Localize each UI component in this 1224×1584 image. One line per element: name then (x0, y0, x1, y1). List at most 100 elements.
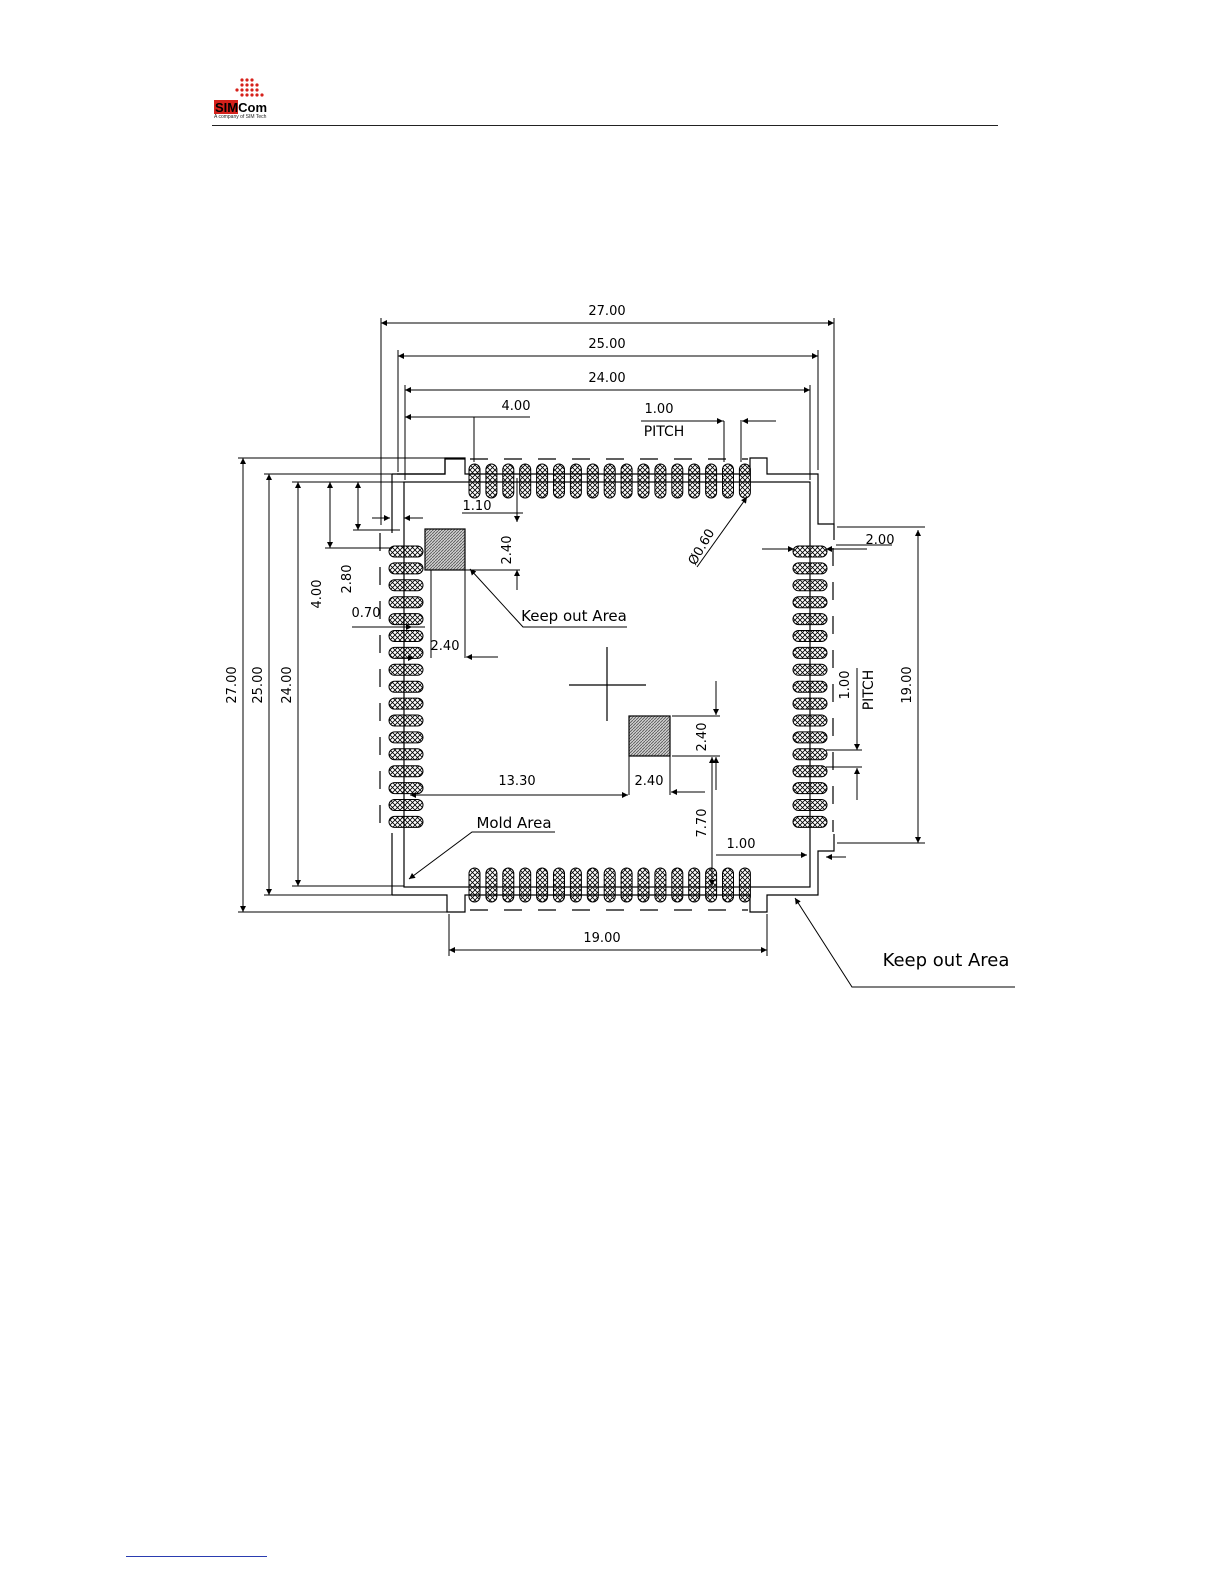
pad-top (672, 464, 683, 498)
pitch-right-value: 1.00 (838, 671, 853, 700)
pad-left (389, 546, 423, 557)
pad-right (793, 597, 827, 608)
dim-top-24: 24.00 (588, 371, 625, 386)
pad-bottom (503, 868, 514, 902)
pad-right (793, 715, 827, 726)
pad-right (793, 698, 827, 709)
dim-left-24: 24.00 (280, 666, 295, 703)
keepout-outline (397, 459, 465, 474)
dim-770: 7.70 (695, 809, 710, 838)
pad-right (793, 546, 827, 557)
pitch-right-word: PITCH (861, 670, 877, 711)
pad-bottom (537, 868, 548, 902)
pad-right (793, 800, 827, 811)
pad-left (389, 631, 423, 642)
pad-top (503, 464, 514, 498)
pad-top (520, 464, 531, 498)
pads-left-column (389, 546, 423, 827)
pad-top (621, 464, 632, 498)
mold-leader (409, 832, 555, 879)
pad-bottom (621, 868, 632, 902)
mold-label: Mold Area (476, 814, 551, 832)
footer-rule (126, 1556, 267, 1557)
pads-bottom-row (469, 868, 750, 902)
pad-right (793, 563, 827, 574)
pads-right-column (793, 546, 827, 827)
pitch-top-word: PITCH (644, 424, 685, 440)
dim-left-4: 4.00 (310, 580, 325, 609)
pad-top (537, 464, 548, 498)
keepout-square-center (629, 716, 670, 756)
dim-240-a: 2.40 (500, 536, 515, 565)
pad-bottom (706, 868, 717, 902)
pad-right (793, 766, 827, 777)
pad-right (793, 783, 827, 794)
pad-right (793, 749, 827, 760)
pad-top (554, 464, 565, 498)
pitch-top-value: 1.00 (645, 402, 674, 417)
pad-bottom (570, 868, 581, 902)
pad-top (587, 464, 598, 498)
pad-left (389, 783, 423, 794)
dim-240-d: 2.40 (635, 774, 664, 789)
pad-bottom (655, 868, 666, 902)
pad-bottom (604, 868, 615, 902)
pad-left (389, 715, 423, 726)
dim-bottom-19: 19.00 (583, 931, 620, 946)
dim-100: 1.00 (727, 837, 756, 852)
pad-top (486, 464, 497, 498)
dim-left-25: 25.00 (251, 666, 266, 703)
pad-right (793, 580, 827, 591)
pad-left (389, 698, 423, 709)
keepout-label-1: Keep out Area (521, 607, 627, 625)
dim-200: 2.00 (866, 533, 895, 548)
pad-left (389, 614, 423, 625)
pads-top-row (469, 464, 750, 498)
pad-left (389, 800, 423, 811)
dim-top-4: 4.00 (502, 399, 531, 414)
dim-110: 1.10 (463, 499, 492, 514)
pad-left (389, 816, 423, 827)
pad-top (655, 464, 666, 498)
pad-right (793, 732, 827, 743)
center-mark (569, 647, 646, 721)
pad-left (389, 580, 423, 591)
pad-bottom (486, 868, 497, 902)
phi-060: Ø0.60 (686, 527, 719, 568)
dim-left-28: 2.80 (340, 565, 355, 594)
keepout-label-2: Keep out Area (883, 950, 1010, 971)
pad-left (389, 664, 423, 675)
pad-bottom (672, 868, 683, 902)
pad-bottom (469, 868, 480, 902)
dim-070: 0.70 (352, 606, 381, 621)
pad-bottom (587, 868, 598, 902)
pad-bottom (689, 868, 700, 902)
pad-bottom (638, 868, 649, 902)
pad-left (389, 597, 423, 608)
pad-bottom (554, 868, 565, 902)
dim-top-25: 25.00 (588, 337, 625, 352)
pad-top (723, 464, 734, 498)
pad-top (739, 464, 750, 498)
dim-240-c: 2.40 (695, 723, 710, 752)
pad-right (793, 681, 827, 692)
pad-left (389, 563, 423, 574)
dim-240-b: 2.40 (431, 639, 460, 654)
pad-right (793, 631, 827, 642)
pad-top (689, 464, 700, 498)
pad-top (638, 464, 649, 498)
pad-top (604, 464, 615, 498)
pad-left (389, 732, 423, 743)
pad-bottom (723, 868, 734, 902)
pad-top (469, 464, 480, 498)
dim-1330: 13.30 (498, 774, 535, 789)
keepout-square-topleft (425, 529, 465, 570)
pad-left (389, 681, 423, 692)
pad-bottom (520, 868, 531, 902)
keepout-leader-2 (795, 898, 1015, 987)
pad-top (570, 464, 581, 498)
dim-top-27: 27.00 (588, 304, 625, 319)
pad-left (389, 766, 423, 777)
pad-right (793, 664, 827, 675)
